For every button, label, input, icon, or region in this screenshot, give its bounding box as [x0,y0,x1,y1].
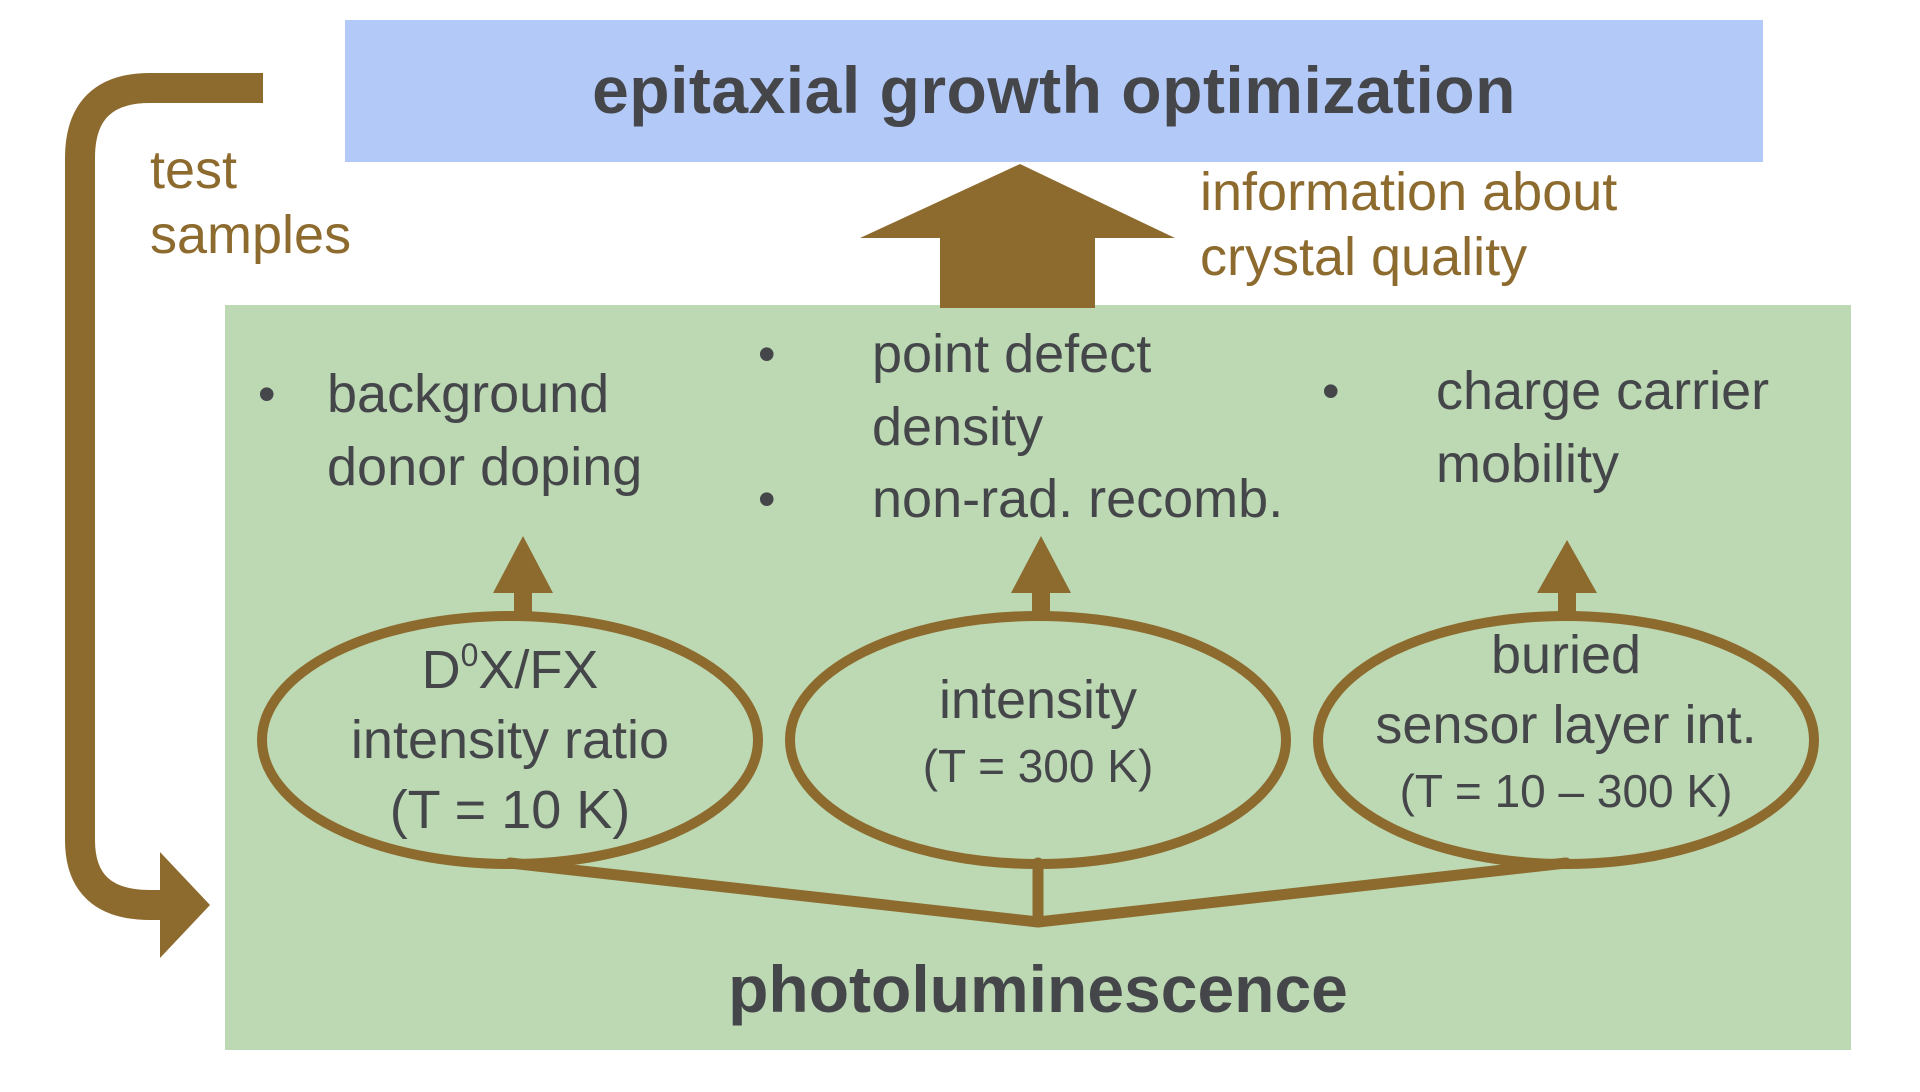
test-samples-label: test samples [150,138,351,268]
measurement-3-text: buried sensor layer int. (T = 10 – 300 K… [1336,620,1796,822]
output-point-defect-line-1: point defect [872,324,1152,384]
measurement-1-superscript: 0 [460,637,479,673]
small-up-arrow-2 [1011,536,1071,617]
output-donor-doping-line-1: background [327,364,610,424]
test-samples-line-2: samples [150,204,352,265]
test-samples-loop-arrow [65,73,263,920]
output-carrier-mobility-line-1: charge carrier [1436,361,1770,421]
photoluminescence-title: photoluminescence [728,952,1348,1026]
output-donor-doping-line-2: donor doping [327,437,643,497]
measurement-1-line-1: D0X/FX [300,635,720,705]
test-samples-line-1: test [150,140,238,200]
bullet-dot: • [258,366,276,422]
test-samples-arrowhead [160,852,210,958]
information-up-arrow [860,164,1175,308]
crystal-quality-label: information about crystal quality [1200,160,1617,290]
bullet-dot: • [758,471,776,527]
output-donor-doping: background donor doping [327,358,642,504]
crystal-quality-line-2: crystal quality [1200,226,1528,287]
measurement-1-text: D0X/FX intensity ratio (T = 10 K) [300,635,720,845]
bullet-dot: • [1322,363,1340,419]
measurement-3-line-2: sensor layer int. [1375,695,1757,755]
top-box-title: epitaxial growth optimization [592,53,1516,128]
small-up-arrow-3 [1537,540,1597,617]
output-non-rad-recomb: non-rad. recomb. [872,469,1284,529]
output-point-defect: point defect density [872,318,1151,464]
output-carrier-mobility: charge carrier mobility [1436,355,1769,501]
measurement-3-line-1: buried [1490,625,1642,685]
output-point-defect-line-2: density [872,397,1044,457]
measurement-ellipse-1 [257,611,763,869]
measurement-2-line-1: intensity [938,670,1138,730]
measurement-1-suffix: X/FX [478,640,599,700]
connector-lines [504,857,1572,928]
measurement-ellipse-3 [1313,611,1819,869]
output-carrier-mobility-line-2: mobility [1436,434,1620,494]
measurement-2-text: intensity (T = 300 K) [828,665,1248,797]
measurement-1-line-3: (T = 10 K) [389,780,631,840]
crystal-quality-line-1: information about [1200,162,1618,222]
measurement-3-line-3: (T = 10 – 300 K) [1399,765,1733,817]
measurement-1-line-2: intensity ratio [350,710,670,770]
top-box [345,20,1763,162]
measurement-2-line-2: (T = 300 K) [922,740,1154,792]
small-up-arrow-1 [493,536,553,617]
measurement-1-prefix: D [421,640,461,700]
measurement-ellipse-2 [785,611,1291,869]
bullet-dot: • [758,326,776,382]
